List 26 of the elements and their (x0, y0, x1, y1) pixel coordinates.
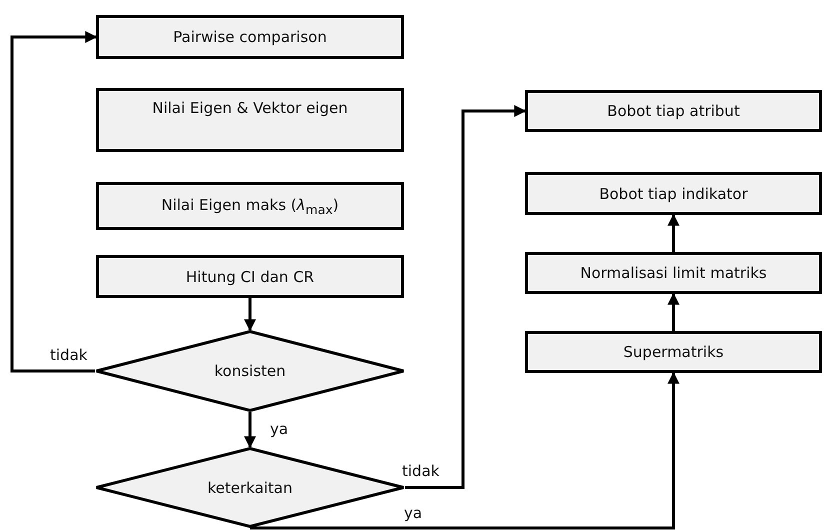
process-box (525, 172, 822, 215)
arrow (248, 372, 680, 530)
arrow (668, 214, 680, 252)
arrow (668, 292, 680, 331)
node-label: Supermatriks (623, 343, 724, 361)
arrow (10, 31, 98, 372)
node-label: konsisten (214, 362, 286, 380)
process-box (96, 255, 404, 298)
process-box (96, 15, 404, 59)
arrow (405, 105, 526, 489)
node-label: Nilai Eigen & Vektor eigen (152, 99, 348, 117)
node-label: Normalisasi limit matriks (580, 264, 767, 282)
process-box (525, 252, 822, 294)
process-box (96, 88, 404, 152)
process-box (525, 90, 822, 132)
node-label: Nilai Eigen maks (λ$_{max}$) (161, 196, 339, 216)
process-box (96, 182, 404, 230)
process-box (525, 331, 822, 373)
decision-diamond (95, 330, 405, 412)
node-label: Bobot tiap indikator (599, 184, 748, 202)
node-label: Hitung CI dan CR (186, 268, 314, 286)
arrow (244, 298, 256, 332)
arrow (244, 412, 256, 448)
node-label: Bobot tiap atribut (607, 102, 740, 120)
node-label: Pairwise comparison (173, 28, 327, 46)
node-label: keterkaitan (207, 478, 293, 496)
